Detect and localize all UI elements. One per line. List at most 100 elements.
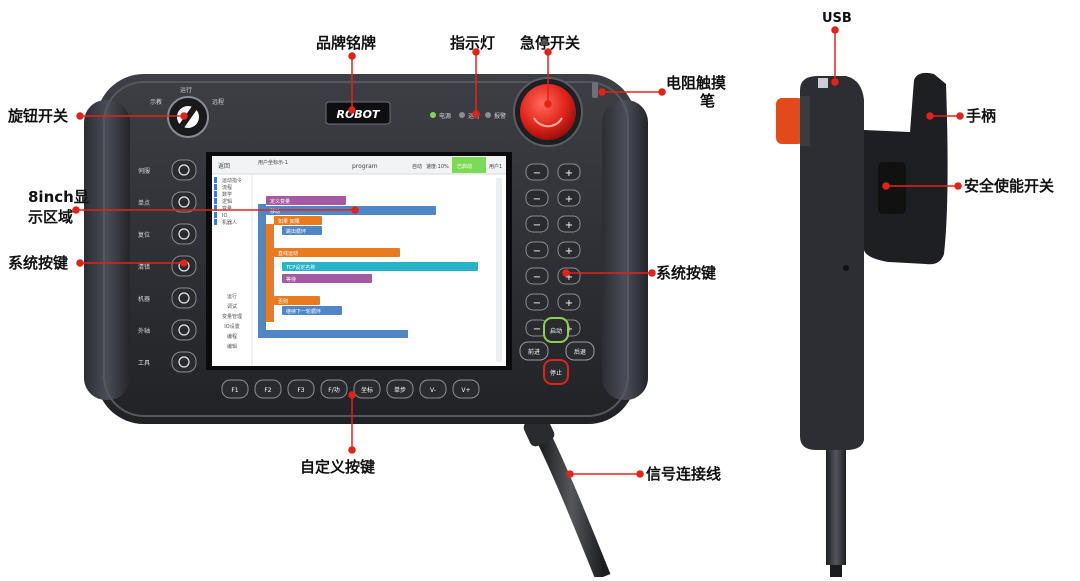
function-key-3[interactable]: F/功 <box>320 379 348 399</box>
left-key-5[interactable]: 外轴 <box>138 319 197 341</box>
forward-label: 前进 <box>528 348 540 356</box>
selector-knob[interactable] <box>167 96 209 138</box>
program-block[interactable]: TCP设定名称 <box>282 262 478 271</box>
plus-key-5[interactable]: + <box>557 293 581 311</box>
side-menu-marker <box>214 177 217 183</box>
callout-stylus-line2: 笔 <box>700 92 716 110</box>
left-key-icon <box>178 228 190 240</box>
callout-display-line2: 示区域 <box>28 208 74 226</box>
side-menu-item-0[interactable]: 运动指令 <box>222 177 242 184</box>
program-block[interactable]: 继续下一轮循环 <box>282 306 342 315</box>
stylus[interactable] <box>592 82 598 98</box>
usb-port[interactable] <box>818 78 828 88</box>
minus-key-6[interactable]: − <box>525 319 549 337</box>
start-button[interactable]: 启动 <box>543 317 569 343</box>
minus-key-2[interactable]: − <box>525 215 549 233</box>
program-block[interactable]: 如果 如果 <box>274 216 322 225</box>
plus-key-label: + <box>565 194 573 205</box>
plus-key-4[interactable]: + <box>557 267 581 285</box>
callout-knob-switch: 旋钮开关 <box>8 107 69 125</box>
screen-scrollbar[interactable] <box>496 178 502 362</box>
side-menu-item-4[interactable]: 变量 <box>222 205 232 212</box>
emergency-stop-button[interactable] <box>513 77 583 147</box>
stop-button[interactable]: 停止 <box>543 359 569 385</box>
minus-key-4[interactable]: − <box>525 267 549 285</box>
callout-usb: USB <box>822 11 852 26</box>
screen-status-text: 已启动 <box>457 163 472 170</box>
side-menu-marker <box>214 184 217 190</box>
function-key-1[interactable]: F2 <box>254 379 282 399</box>
callout-stylus-line1: 电阻触摸 <box>666 74 727 92</box>
minus-key-label: − <box>533 220 541 231</box>
plus-key-1[interactable]: + <box>557 189 581 207</box>
side-screw <box>843 265 849 271</box>
plus-key-label: + <box>565 298 573 309</box>
function-key-0[interactable]: F1 <box>221 379 249 399</box>
function-key-7[interactable]: V+ <box>452 379 480 399</box>
program-block-label: 如果 如果 <box>278 218 300 225</box>
callout-system-keys-left: 系统按键 <box>8 254 69 272</box>
function-key-label: F1 <box>231 387 238 394</box>
enable-switch[interactable] <box>878 162 906 214</box>
program-block[interactable]: 跳出循环 <box>282 226 322 235</box>
forward-button[interactable]: 前进 <box>519 341 549 361</box>
side-bottom-item-2[interactable]: 变量管理 <box>222 313 242 320</box>
left-key-0[interactable]: 伺服 <box>138 159 197 181</box>
left-key-label: 机器 <box>138 295 150 303</box>
side-menu-marker <box>214 205 217 211</box>
function-key-6[interactable]: V- <box>419 379 447 399</box>
plus-key-2[interactable]: + <box>557 215 581 233</box>
program-block[interactable]: 直线运动 <box>274 248 400 257</box>
screen-header <box>212 156 506 174</box>
program-block[interactable]: 否则 <box>274 296 320 305</box>
backward-label: 后退 <box>574 348 586 356</box>
side-menu-item-1[interactable]: 流程 <box>222 184 232 191</box>
minus-key-3[interactable]: − <box>525 241 549 259</box>
function-key-label: F2 <box>264 387 271 394</box>
minus-key-0[interactable]: − <box>525 163 549 181</box>
callout-custom-keys: 自定义按键 <box>300 458 376 476</box>
left-key-2[interactable]: 复位 <box>138 223 197 245</box>
callout-indicator-light: 指示灯 <box>450 34 496 52</box>
plus-key-0[interactable]: + <box>557 163 581 181</box>
minus-key-label: − <box>533 272 541 283</box>
side-menu-marker <box>214 219 217 225</box>
screen-user: 用户1 <box>489 163 502 170</box>
side-estop[interactable] <box>776 98 804 144</box>
side-bottom-item-0[interactable]: 运行 <box>227 293 237 300</box>
function-key-4[interactable]: 坐标 <box>353 379 381 399</box>
side-bottom-item-3[interactable]: IO设置 <box>224 323 239 330</box>
side-view <box>776 72 948 577</box>
minus-key-label: − <box>533 324 541 335</box>
minus-key-label: − <box>533 298 541 309</box>
side-bottom-item-1[interactable]: 调试 <box>227 303 237 310</box>
program-block[interactable]: 等待 <box>282 274 372 283</box>
plus-key-3[interactable]: + <box>557 241 581 259</box>
side-bottom-item-4[interactable]: 编程 <box>227 333 237 340</box>
knob-label-remote: 远程 <box>212 98 224 106</box>
function-key-label: 坐标 <box>361 386 373 394</box>
side-menu-item-6[interactable]: 机器人 <box>222 219 237 226</box>
screen-back[interactable]: 返回 <box>218 163 230 170</box>
function-key-5[interactable]: 单步 <box>386 379 414 399</box>
side-menu-item-2[interactable]: 数学 <box>222 191 232 198</box>
program-block[interactable]: 定义变量 <box>266 196 346 205</box>
side-menu-item-5[interactable]: IO <box>222 213 227 219</box>
backward-button[interactable]: 后退 <box>565 341 595 361</box>
left-key-4[interactable]: 机器 <box>138 287 197 309</box>
left-key-6[interactable]: 工具 <box>138 351 197 373</box>
side-cable-sleeve <box>826 440 846 565</box>
minus-key-5[interactable]: − <box>525 293 549 311</box>
power-led <box>430 112 436 118</box>
callout-handle: 手柄 <box>966 107 997 125</box>
left-key-1[interactable]: 单点 <box>138 191 197 213</box>
function-key-2[interactable]: F3 <box>287 379 315 399</box>
screen-program: program <box>352 163 378 170</box>
side-bottom-item-5[interactable]: 编辑 <box>227 343 237 350</box>
minus-key-1[interactable]: − <box>525 189 549 207</box>
left-key-icon <box>178 356 190 368</box>
side-menu-item-3[interactable]: 逻辑 <box>222 198 232 205</box>
